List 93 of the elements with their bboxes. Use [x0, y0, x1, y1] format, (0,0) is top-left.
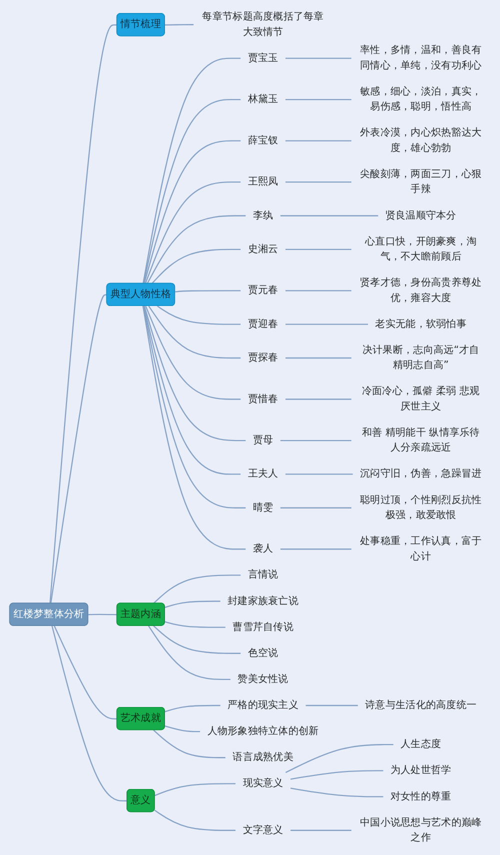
connector [142, 98, 241, 284]
connector [88, 614, 118, 616]
connector [144, 306, 246, 442]
node-text: 语言成熟优美 [232, 751, 294, 764]
connector [285, 357, 352, 359]
node-text: 和善 精明能干 纵情享乐待人分亲疏远近 [362, 426, 480, 454]
connector [280, 507, 352, 508]
node-text: 王熙凤 [248, 176, 278, 188]
connector [154, 783, 236, 796]
node-text: 言情说 [248, 569, 278, 581]
connector [285, 324, 368, 325]
node-text: 诗意与生活化的高度统一 [365, 699, 477, 711]
node-text: 尖酸刻薄，两面三刀，心狠手辣 [360, 168, 482, 196]
connector [54, 626, 118, 720]
connector [290, 830, 352, 831]
connector [285, 182, 352, 183]
connector [153, 625, 241, 654]
connector [285, 290, 352, 292]
node-text: 外表冷漠，内心炽热豁达大度，雄心勃勃 [360, 127, 482, 154]
connector [154, 810, 236, 831]
connector [144, 140, 241, 284]
node-text: 贾迎春 [248, 318, 278, 330]
node-text: 贾探春 [248, 352, 278, 364]
node-text: 心直口快，开朗豪爽，淘气，不大瞻前顾后 [365, 236, 477, 262]
connector [290, 770, 384, 780]
connector [148, 626, 230, 680]
node-text: 贤孝才德，身份高贵养尊处优，雍容大度 [360, 276, 482, 304]
node-text: 处事稳重，工作认真，富于心计 [360, 535, 482, 562]
node-text: 冷面冷心，孤僻 柔弱 悲观厌世主义 [362, 386, 480, 412]
node-text: 人生态度 [400, 738, 442, 750]
node-text: 贾母 [252, 434, 274, 446]
connector [290, 788, 384, 798]
connector [51, 626, 128, 802]
connector [175, 290, 241, 292]
connector [143, 306, 241, 475]
connector [144, 182, 241, 284]
connector [164, 704, 220, 712]
node-text: 率性，多情，温和，善良有同情心，单纯，没有功利心 [360, 44, 482, 72]
node-text: 人物形象独特立体的创新 [207, 725, 319, 737]
connector [153, 730, 226, 758]
connector [164, 24, 194, 26]
connector [285, 140, 352, 142]
connector [285, 98, 352, 100]
node-text: 李纨 [252, 210, 274, 222]
node-text: 严格的现实主义 [228, 699, 299, 711]
connector [285, 474, 353, 475]
connector [50, 294, 108, 604]
node-text: 文字意义 [242, 824, 284, 836]
node-text: 王夫人 [248, 468, 278, 480]
node-text: 中国小说思想与艺术的巅峰之作 [360, 816, 482, 844]
connector [164, 621, 226, 628]
node-text: 为人处世哲学 [390, 764, 452, 776]
connector [280, 215, 378, 216]
connector [145, 306, 241, 400]
connector [151, 248, 241, 284]
node-text: 贾元春 [248, 284, 278, 296]
connector [153, 574, 241, 604]
node-text: 赞美女性说 [238, 673, 288, 685]
node-text: 敏感，细心，淡泊，真实，易伤感，聪明，悟性高 [360, 86, 482, 113]
node-text: 老实无能，软弱怕事 [375, 318, 466, 330]
node-text: 贾惜春 [248, 393, 278, 405]
connector [49, 24, 118, 604]
node-text: 袭人 [252, 542, 274, 555]
connector [280, 440, 352, 442]
node-text: 贤良温顺守本分 [385, 210, 456, 222]
connector [285, 248, 352, 250]
node-text: 薛宝钗 [248, 134, 278, 146]
connector [285, 744, 394, 773]
node-text: 沉闷守旧，伪善，急躁冒进 [360, 468, 482, 480]
connector [164, 726, 200, 732]
connector [280, 548, 352, 550]
connector [164, 600, 220, 608]
node-text: 决计果断，志向高远“才自精明志自高” [362, 344, 480, 372]
node-text: 曹雪芹自传说 [232, 621, 294, 633]
connector [306, 704, 358, 706]
connector [146, 215, 246, 284]
connector [142, 306, 246, 550]
connector [285, 58, 352, 59]
connector [148, 306, 241, 359]
node-text: 对女性的尊重 [390, 790, 452, 802]
connector [285, 398, 352, 400]
node-text: 史湘云 [248, 243, 278, 255]
node-text: 聪明过顶，个性刚烈反抗性极强，敢爱敢恨 [360, 494, 482, 521]
node-text: 封建家族衰亡说 [228, 595, 299, 607]
node-text: 晴雯 [252, 502, 274, 514]
node-text: 现实意义 [242, 778, 284, 790]
node-text: 林黛玉 [248, 93, 278, 105]
connector [157, 306, 241, 325]
connector [142, 306, 246, 508]
node-text: 贾宝玉 [248, 52, 278, 64]
node-text: 每章节标题高度概括了每章大致情节 [202, 10, 324, 38]
node-text: 色空说 [248, 647, 278, 659]
connector [142, 58, 241, 284]
